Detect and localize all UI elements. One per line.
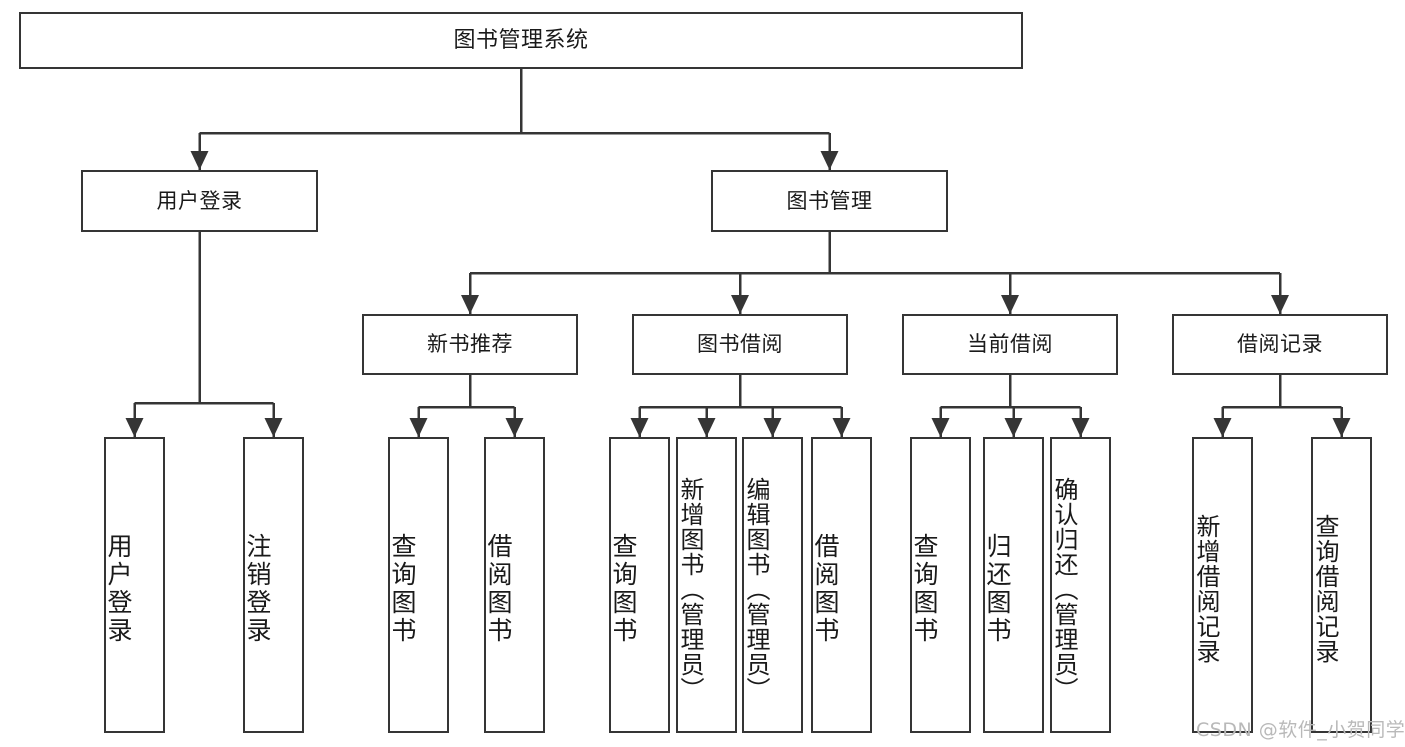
- node-borrow-record[interactable]: 借阅记录: [1172, 314, 1388, 375]
- node-new-book-recommend[interactable]: 新书推荐: [362, 314, 578, 375]
- watermark: CSDN @软件_小贺同学: [1196, 719, 1405, 741]
- node-user-login[interactable]: 用户登录: [81, 170, 318, 232]
- node-label: 查询图书: [910, 533, 939, 645]
- leaf-borrow-book[interactable]: 借阅图书: [811, 437, 872, 733]
- node-label: 借阅图书: [811, 533, 840, 645]
- node-label: 查询图书: [388, 533, 417, 645]
- leaf-logout[interactable]: 注销登录: [243, 437, 304, 733]
- leaf-return-book[interactable]: 归还图书: [983, 437, 1044, 733]
- node-label: 新增图书（管理员）: [676, 476, 704, 702]
- node-label: 编辑图书（管理员）: [742, 476, 770, 702]
- node-label: 图书借阅: [697, 332, 783, 357]
- leaf-user-login[interactable]: 用户登录: [104, 437, 165, 733]
- leaf-add-book-admin[interactable]: 新增图书（管理员）: [676, 437, 737, 733]
- node-current-borrow[interactable]: 当前借阅: [902, 314, 1118, 375]
- node-label: 图书管理: [786, 188, 873, 213]
- leaf-add-borrow-record[interactable]: 新增借阅记录: [1192, 437, 1253, 733]
- node-label: 确认归还（管理员）: [1050, 476, 1078, 702]
- leaf-borrow-book-recommend[interactable]: 借阅图书: [484, 437, 545, 733]
- node-label: 借阅记录: [1237, 332, 1323, 357]
- node-root[interactable]: 图书管理系统: [19, 12, 1023, 69]
- node-book-manage[interactable]: 图书管理: [711, 170, 948, 232]
- leaf-query-book-borrow[interactable]: 查询图书: [609, 437, 670, 733]
- node-label: 当前借阅: [967, 332, 1053, 357]
- leaf-confirm-return-admin[interactable]: 确认归还（管理员）: [1050, 437, 1111, 733]
- node-label: 注销登录: [243, 533, 272, 645]
- leaf-query-borrow-record[interactable]: 查询借阅记录: [1311, 437, 1372, 733]
- node-label: 归还图书: [983, 533, 1012, 645]
- node-book-borrow[interactable]: 图书借阅: [632, 314, 848, 375]
- node-label: 用户登录: [156, 188, 243, 213]
- node-label: 用户登录: [104, 533, 133, 645]
- leaf-query-book-current[interactable]: 查询图书: [910, 437, 971, 733]
- leaf-query-book-recommend[interactable]: 查询图书: [388, 437, 449, 733]
- leaf-edit-book-admin[interactable]: 编辑图书（管理员）: [742, 437, 803, 733]
- node-label: 新增借阅记录: [1192, 514, 1220, 664]
- node-label: 新书推荐: [427, 332, 513, 357]
- node-label: 图书管理系统: [453, 27, 589, 53]
- node-label: 查询图书: [609, 533, 638, 645]
- node-label: 查询借阅记录: [1311, 514, 1339, 664]
- node-label: 借阅图书: [484, 533, 513, 645]
